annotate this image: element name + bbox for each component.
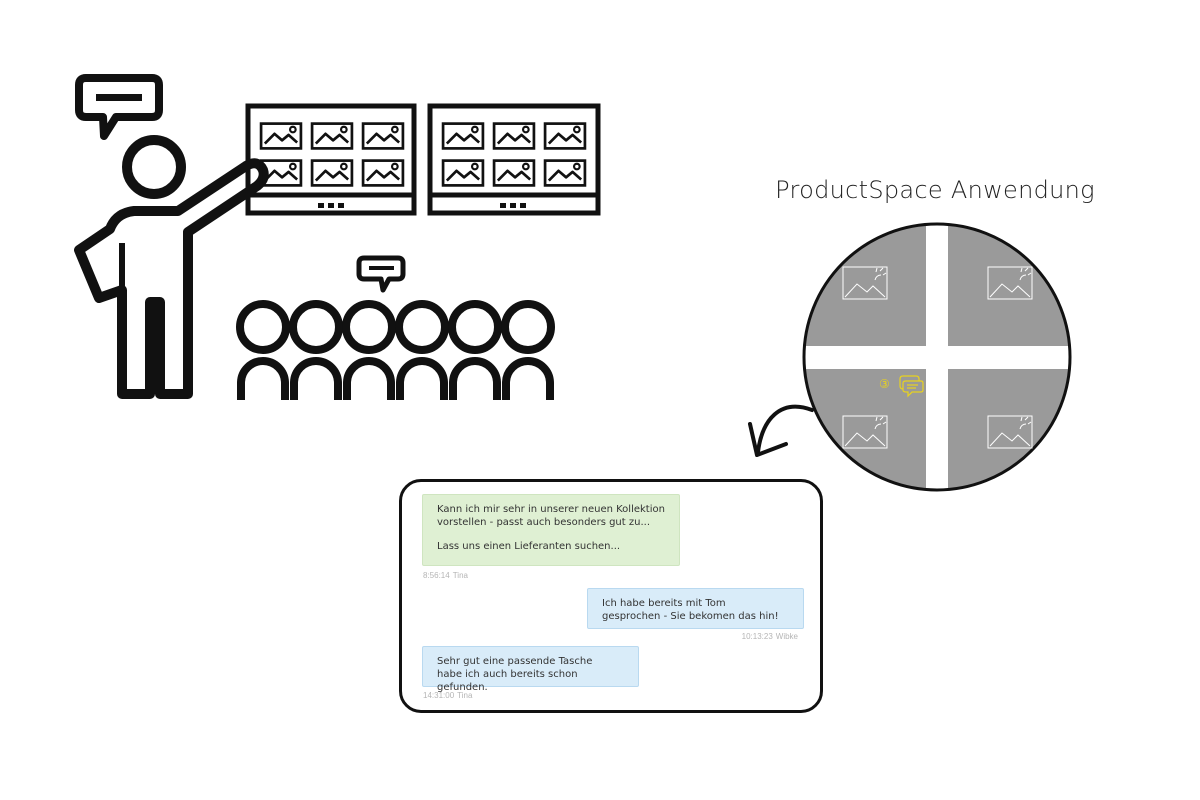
presenter-icon (74, 135, 269, 399)
chat-message-text: Kann ich mir sehr in unserer neuen Kolle… (437, 504, 665, 528)
audience-member-head (501, 300, 555, 354)
chat-message-time: 8:56:14 (423, 571, 450, 580)
audience-member-head (448, 300, 502, 354)
chat-message-author: Wibke (775, 632, 798, 641)
chat-window: Kann ich mir sehr in unserer neuen Kolle… (399, 479, 823, 713)
chat-message-text: Sehr gut eine passende Tasche habe ich a… (437, 656, 593, 693)
chat-message-text: Ich habe bereits mit Tom gesprochen - Si… (602, 598, 779, 622)
audience-speech-bubble-icon (356, 255, 406, 293)
audience-icon (236, 300, 555, 400)
chat-message-time: 10:13:23 (741, 632, 773, 641)
chat-message-text: Lass uns einen Lieferanten suchen... (437, 541, 621, 552)
presenter-speech-bubble-icon (75, 74, 163, 140)
chat-message: Kann ich mir sehr in unserer neuen Kolle… (422, 494, 680, 566)
chat-message-author: Tina (452, 571, 468, 580)
chat-message: Sehr gut eine passende Tasche habe ich a… (422, 646, 639, 693)
curved-arrow-icon (748, 404, 814, 457)
comment-count-badge: ③ (879, 377, 890, 391)
chat-bubbles-icon[interactable] (899, 375, 924, 398)
chat-message: Ich habe bereits mit Tom gesprochen - Si… (587, 588, 804, 629)
chat-message-time: 14:31:00 (423, 691, 455, 700)
audience-member-head (342, 300, 396, 354)
chat-message-author: Tina (457, 691, 473, 700)
audience-member-body (290, 357, 342, 400)
audience-member-head (395, 300, 449, 354)
quadrant-top-right[interactable] (948, 220, 1078, 346)
quadrant-top-left[interactable] (800, 220, 926, 346)
presentation-screen-right (427, 103, 601, 216)
audience-member-body (502, 357, 554, 400)
audience-member-body (449, 357, 501, 400)
audience-member-body (396, 357, 448, 400)
audience-member-head (289, 300, 343, 354)
quadrant-bottom-right[interactable] (948, 369, 1078, 499)
presentation-screen-left (245, 103, 417, 216)
audience-member-head (236, 300, 290, 354)
app-title: ProductSpace Anwendung (775, 176, 1095, 204)
audience-member-body (237, 357, 289, 400)
audience-member-body (343, 357, 395, 400)
